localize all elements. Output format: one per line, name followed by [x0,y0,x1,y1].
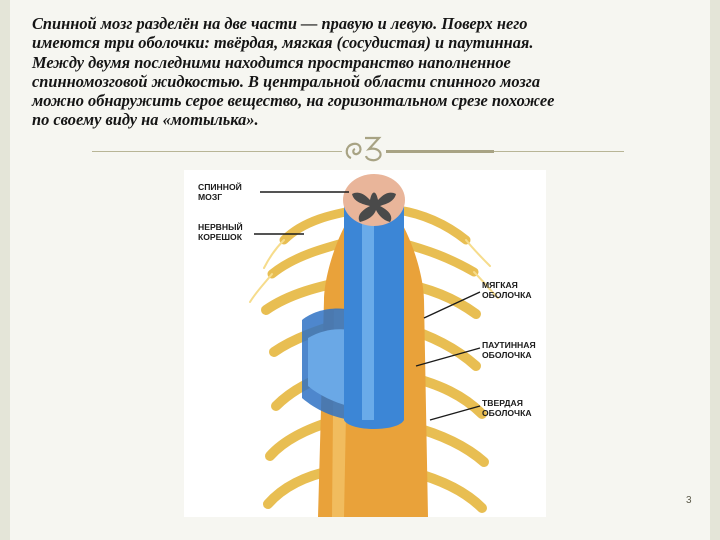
scroll-ornament-icon [345,136,382,162]
leader-lines [254,191,481,421]
pia-layer [308,329,348,406]
label-pia-mater: МЯГКАЯ ОБОЛОЧКА [482,280,532,301]
divider-right [388,151,624,152]
spinal-cord-illustration [249,174,499,517]
label-spinal-cord: СПИННОЙ МОЗГ [198,182,242,203]
nerve-highlights [249,239,499,303]
label-dura-mater: ТВЕРДАЯ ОБОЛОЧКА [482,398,532,419]
divider-left [92,151,342,152]
cord-highlight [362,200,374,420]
label-arachnoid: ПАУТИННАЯ ОБОЛОЧКА [482,340,536,361]
spinal-cord-diagram: СПИННОЙ МОЗГ НЕРВНЫЙ КОРЕШОК МЯГКАЯ ОБОЛ… [184,170,546,517]
label-nerve-root: НЕРВНЫЙ КОРЕШОК [198,222,243,243]
divider-accent [386,150,494,153]
page-number: 3 [686,495,692,506]
grey-matter-butterfly [352,192,396,222]
intro-paragraph: Спинной мозг разделён на две части — пра… [32,14,555,130]
slide: Спинной мозг разделён на две части — пра… [10,0,710,540]
